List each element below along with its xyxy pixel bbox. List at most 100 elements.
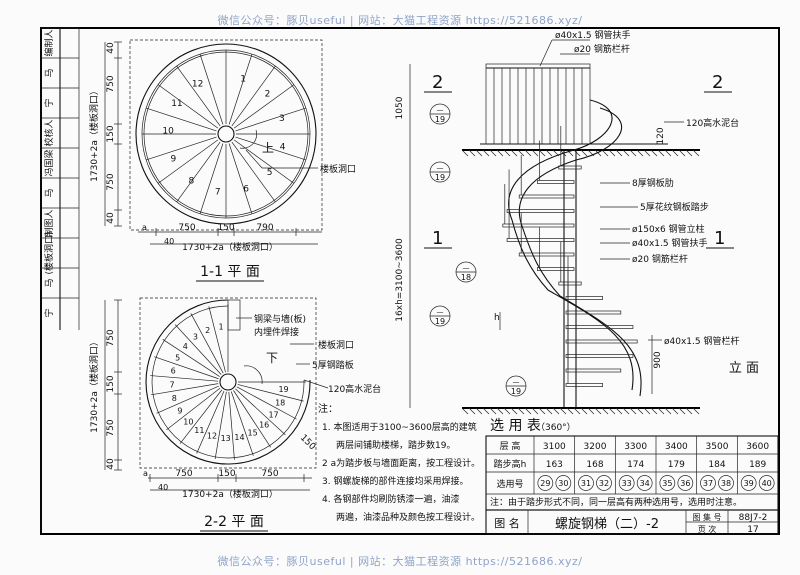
plan1-step-line	[233, 139, 295, 184]
table-code: 36	[680, 479, 690, 488]
svg-text:—: —	[513, 378, 520, 386]
plan2-dim-v-0: 750	[106, 329, 116, 346]
notes-heading: 注：	[318, 402, 338, 415]
table-floor-height: 3200	[584, 442, 607, 452]
table-title: 选 用 表	[490, 418, 541, 434]
plan2-step-line	[179, 389, 223, 444]
plan1-step-number: 8	[188, 177, 194, 187]
plan1-step-line	[199, 143, 224, 214]
table-code-circle	[596, 475, 612, 491]
plan2-dim-40: 40	[158, 483, 168, 492]
elev-dim-h: h	[494, 313, 500, 323]
plan2-step-line	[214, 391, 227, 459]
plan2-label-2: 楼板洞口	[318, 339, 354, 351]
table-row-header-2: 选用号	[496, 478, 523, 490]
table-code-circle	[758, 475, 775, 491]
plan1-step-number: 9	[170, 154, 176, 164]
elev-label-bottom: ø40x1.5 钢管栏杆	[664, 335, 739, 347]
notes: 注： 1. 本图适用于3100~3600层高的建筑两层间铺助楼梯，踏步数19。2…	[318, 402, 480, 523]
plan2-step-line	[233, 390, 271, 448]
tread	[506, 209, 575, 213]
table-code-circle	[700, 475, 716, 491]
table-code-circle	[636, 475, 653, 491]
tread	[565, 383, 603, 387]
plan2-step-number: 6	[171, 367, 176, 376]
plan2-step-line	[151, 383, 219, 396]
elev-dim-900: 900	[653, 351, 663, 368]
plan2-dim-v-3: 40	[106, 458, 116, 470]
note-line-2: 2 a为踏步板与墙面距离，按工程设计。	[322, 457, 480, 469]
section-mark-2-right: 2	[712, 72, 723, 93]
plan2-dim-h-1: 150	[218, 469, 235, 479]
side-cell-2: 宁	[43, 98, 55, 107]
tread	[502, 223, 575, 228]
plan1-up-label: 上	[262, 141, 274, 155]
plan2-step-line	[190, 313, 224, 374]
title-block: 图 名 螺旋钢梯（二）-2 图 集 号 88J7-2 页 次 17	[485, 509, 779, 535]
svg-text:—: —	[437, 308, 444, 316]
svg-text:19: 19	[511, 387, 521, 396]
table-code-circle	[659, 475, 676, 491]
plan2-dim-v-total: 1730+2a（楼板洞口）	[88, 337, 100, 433]
tread	[558, 165, 582, 170]
plan2-step-number: 9	[177, 407, 182, 416]
tb-label-atlas: 图 集 号	[692, 512, 721, 522]
plan1-step-number: 7	[215, 187, 221, 197]
table-code-circle	[740, 475, 757, 491]
plan2-step-line	[174, 324, 222, 375]
plan2-step-line	[230, 391, 254, 456]
plan2-step-line	[156, 385, 219, 414]
table-code: 37	[703, 479, 713, 488]
plan2-step-number: 3	[193, 332, 198, 341]
watermark-top: 微信公众号：豚贝useful | 网站：大猫工程资源 https://52168…	[217, 14, 583, 27]
tread	[558, 281, 582, 286]
plan1-dim-v-3: 750	[106, 173, 116, 190]
plan1-dim-v-1: 750	[106, 75, 116, 92]
plan2-step-line	[196, 391, 225, 454]
elev-dim-1050: 1050	[395, 96, 405, 119]
plan2-step-line	[237, 384, 304, 402]
plan2-down-label: 下	[266, 351, 278, 365]
plan1-dim-h-0: 750	[178, 223, 195, 233]
plan2-label-3: 5厚钢踏板	[312, 359, 354, 371]
plan2-step-number: 15	[248, 428, 258, 437]
side-cell-9: 宁	[43, 308, 55, 317]
svg-text:19: 19	[435, 115, 445, 124]
plan2-title: 2-2 平 面	[204, 514, 264, 530]
plan1-step-line	[233, 84, 295, 129]
plan2-step-number: 18	[275, 398, 285, 407]
elev-dim-height: 16xh=3100~3600	[395, 238, 405, 322]
plan1-step-line	[231, 141, 276, 203]
table-code: 34	[640, 479, 650, 488]
plan2-step-number: 1	[219, 322, 224, 331]
section-mark-1-right: 1	[714, 228, 725, 249]
table-code-circle	[618, 475, 635, 491]
plan2-step-number: 10	[183, 418, 193, 427]
plan1-step-line	[231, 65, 276, 127]
side-cell-8: 马	[44, 278, 55, 287]
plan2-step-number: 17	[268, 411, 278, 420]
plan2-dim-a: a	[143, 469, 148, 478]
plan2-step-line	[150, 375, 219, 382]
plan2-step-line	[208, 306, 226, 373]
plan1-step-line	[146, 107, 217, 132]
note-line-5: 两遍，油漆品种及颜色按工程设计。	[336, 511, 480, 523]
plan2-step-number: 2	[205, 326, 210, 335]
plan1-step-line	[176, 65, 221, 127]
tb-label-page: 页 次	[698, 524, 717, 534]
plan1-dim-h-2: 790	[256, 223, 273, 233]
plan2-dim-v-2: 750	[106, 419, 116, 436]
plan1-dim-total: 1730+2a（楼板洞口）	[182, 241, 278, 253]
plan2-label-0: 钢梁与墙(板)	[254, 313, 306, 325]
plan1-title: 1-1 平 面	[200, 264, 260, 280]
side-cell-5: 马	[44, 188, 55, 197]
plan2-step-number: 8	[172, 394, 177, 403]
side-cell-1: 马	[44, 68, 55, 77]
plan1-step-line	[228, 54, 253, 125]
plan1-step-line	[176, 141, 221, 203]
table-step-height: 184	[708, 460, 725, 470]
plan1-step-line	[157, 84, 219, 129]
table-code-circle	[537, 475, 554, 491]
